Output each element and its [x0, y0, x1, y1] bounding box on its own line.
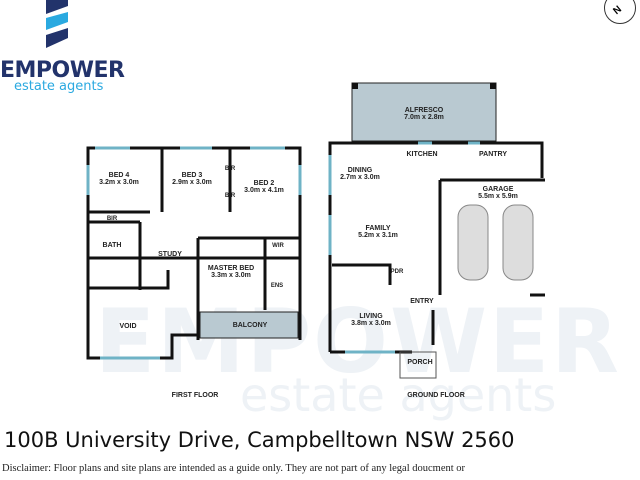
brand-name: EMPOWER — [0, 58, 125, 83]
room-pantry: PANTRY — [479, 151, 507, 158]
first-floor-title: FIRST FLOOR — [171, 392, 219, 399]
room-bir-2: BIR — [224, 193, 236, 199]
ground-floor-title: GROUND FLOOR — [407, 392, 465, 399]
room-bath: BATH — [102, 242, 122, 249]
property-address: 100B University Drive, Campbelltown NSW … — [4, 428, 515, 452]
room-bir-1: BIR — [224, 166, 236, 172]
brand-tagline: estate agents — [14, 79, 104, 94]
room-entry: ENTRY — [410, 298, 434, 305]
room-wir: WIR — [272, 243, 284, 249]
logo-mark-icon — [46, 0, 68, 48]
room-porch: PORCH — [407, 359, 433, 366]
room-bir-3: BIR — [106, 216, 118, 222]
room-void: VOID — [119, 323, 137, 330]
room-kitchen: KITCHEN — [406, 151, 438, 158]
first-floor-plan — [86, 146, 302, 360]
ground-floor-plan — [328, 82, 545, 379]
room-study: STUDY — [158, 251, 182, 258]
watermark-sub: estate agents — [240, 368, 557, 422]
room-ens: ENS — [270, 283, 284, 289]
room-balcony: BALCONY — [232, 322, 268, 329]
watermark-word: EMPOWER — [95, 290, 621, 393]
room-pdr: PDR — [390, 269, 404, 275]
disclaimer-text: Disclaimer: Floor plans and site plans a… — [2, 463, 466, 474]
